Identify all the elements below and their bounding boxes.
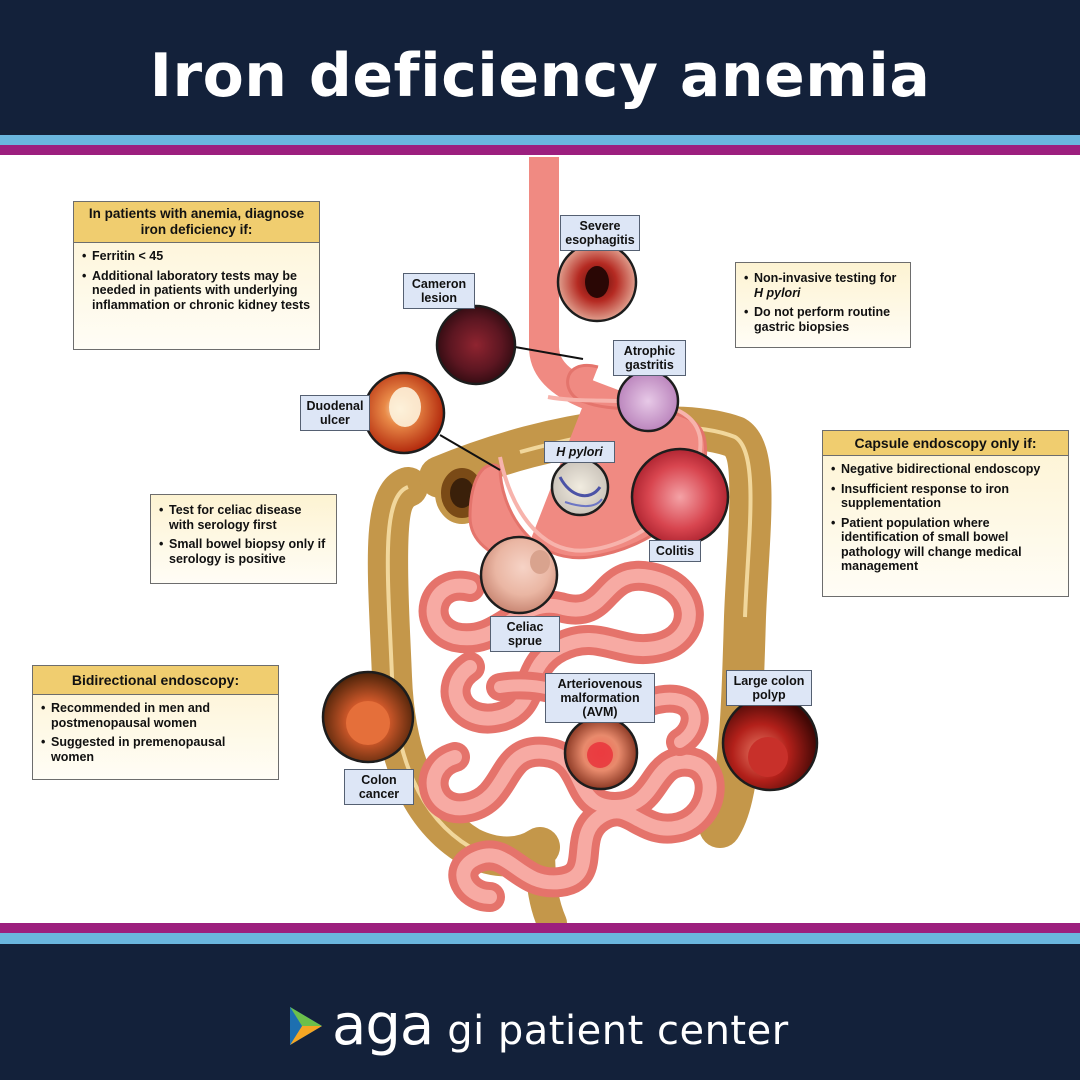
capsule-endoscopy-list: Negative bidirectional endoscopy Insuffi… [823,456,1068,585]
endoscopy-images [321,241,819,792]
list-item: Test for celiac disease with serology fi… [159,503,328,532]
footer-stripe-blue [0,933,1080,944]
cameron-lesion-image [435,304,517,386]
page-title: Iron deficiency anemia [149,41,931,111]
list-item: Negative bidirectional endoscopy [831,462,1060,477]
capsule-endoscopy-box-title: Capsule endoscopy only if: [823,431,1068,456]
list-item: Do not perform routine gastric biopsies [744,305,902,334]
label-large-colon-polyp: Large colon polyp [726,670,812,706]
list-item: Insufficient response to iron supplement… [831,482,1060,511]
h-pylori-item-text: Non-invasive testing for [754,271,897,285]
h-pylori-testing-box: Non-invasive testing for H pylori Do not… [735,262,911,348]
header-stripe-purple [0,145,1080,155]
bidirectional-endoscopy-list: Recommended in men and postmenopausal wo… [33,695,278,775]
list-item: Patient population where identification … [831,516,1060,574]
list-item: Ferritin < 45 [82,249,311,264]
label-colitis: Colitis [649,540,701,562]
image-details [346,266,788,777]
capsule-endoscopy-box: Capsule endoscopy only if: Negative bidi… [822,430,1069,597]
iron-deficiency-criteria-box: In patients with anemia, diagnose iron d… [73,201,320,350]
iron-deficiency-box-title: In patients with anemia, diagnose iron d… [74,202,319,243]
atrophic-gastritis-image [616,369,680,433]
list-item: Additional laboratory tests may be neede… [82,269,311,313]
label-severe-esophagitis: Severe esophagitis [560,215,640,251]
brand-aga-text: aga [332,993,434,1058]
label-cameron-lesion: Cameron lesion [403,273,475,309]
list-item: Suggested in premenopausal women [41,735,270,764]
h-pylori-list: Non-invasive testing for H pylori Do not… [736,263,910,345]
label-atrophic-gastritis: Atrophic gastritis [613,340,686,376]
gi-tract-illustration [321,157,819,923]
celiac-testing-list: Test for celiac disease with serology fi… [151,495,336,577]
list-item: Non-invasive testing for H pylori [744,271,902,300]
label-h-pylori: H pylori [544,441,615,463]
colitis-image [630,447,730,547]
label-colon-cancer: Colon cancer [344,769,414,805]
brand-gi-patient-center-text: gi patient center [447,1008,789,1054]
list-item: Recommended in men and postmenopausal wo… [41,701,270,730]
header-bar [0,0,1080,135]
bidirectional-endoscopy-box: Bidirectional endoscopy: Recommended in … [32,665,279,780]
label-avm: Arteriovenous malformation (AVM) [545,673,655,723]
play-arrow-logo-icon [290,1007,322,1045]
h-pylori-item-emphasis: H pylori [754,285,801,300]
label-duodenal-ulcer: Duodenal ulcer [300,395,370,431]
bidirectional-endoscopy-box-title: Bidirectional endoscopy: [33,666,278,695]
footer-stripe-purple [0,923,1080,933]
iron-deficiency-list: Ferritin < 45 Additional laboratory test… [74,243,319,323]
aga-gi-patient-center-logo: aga gi patient center [288,996,789,1056]
celiac-testing-box: Test for celiac disease with serology fi… [150,494,337,584]
pointer-lines [439,346,584,471]
label-celiac-sprue: Celiac sprue [490,616,560,652]
list-item: Small bowel biopsy only if serology is p… [159,537,328,566]
header-stripe-blue [0,135,1080,145]
celiac-sprue-image [479,535,559,615]
footer-bar [0,944,1080,1080]
